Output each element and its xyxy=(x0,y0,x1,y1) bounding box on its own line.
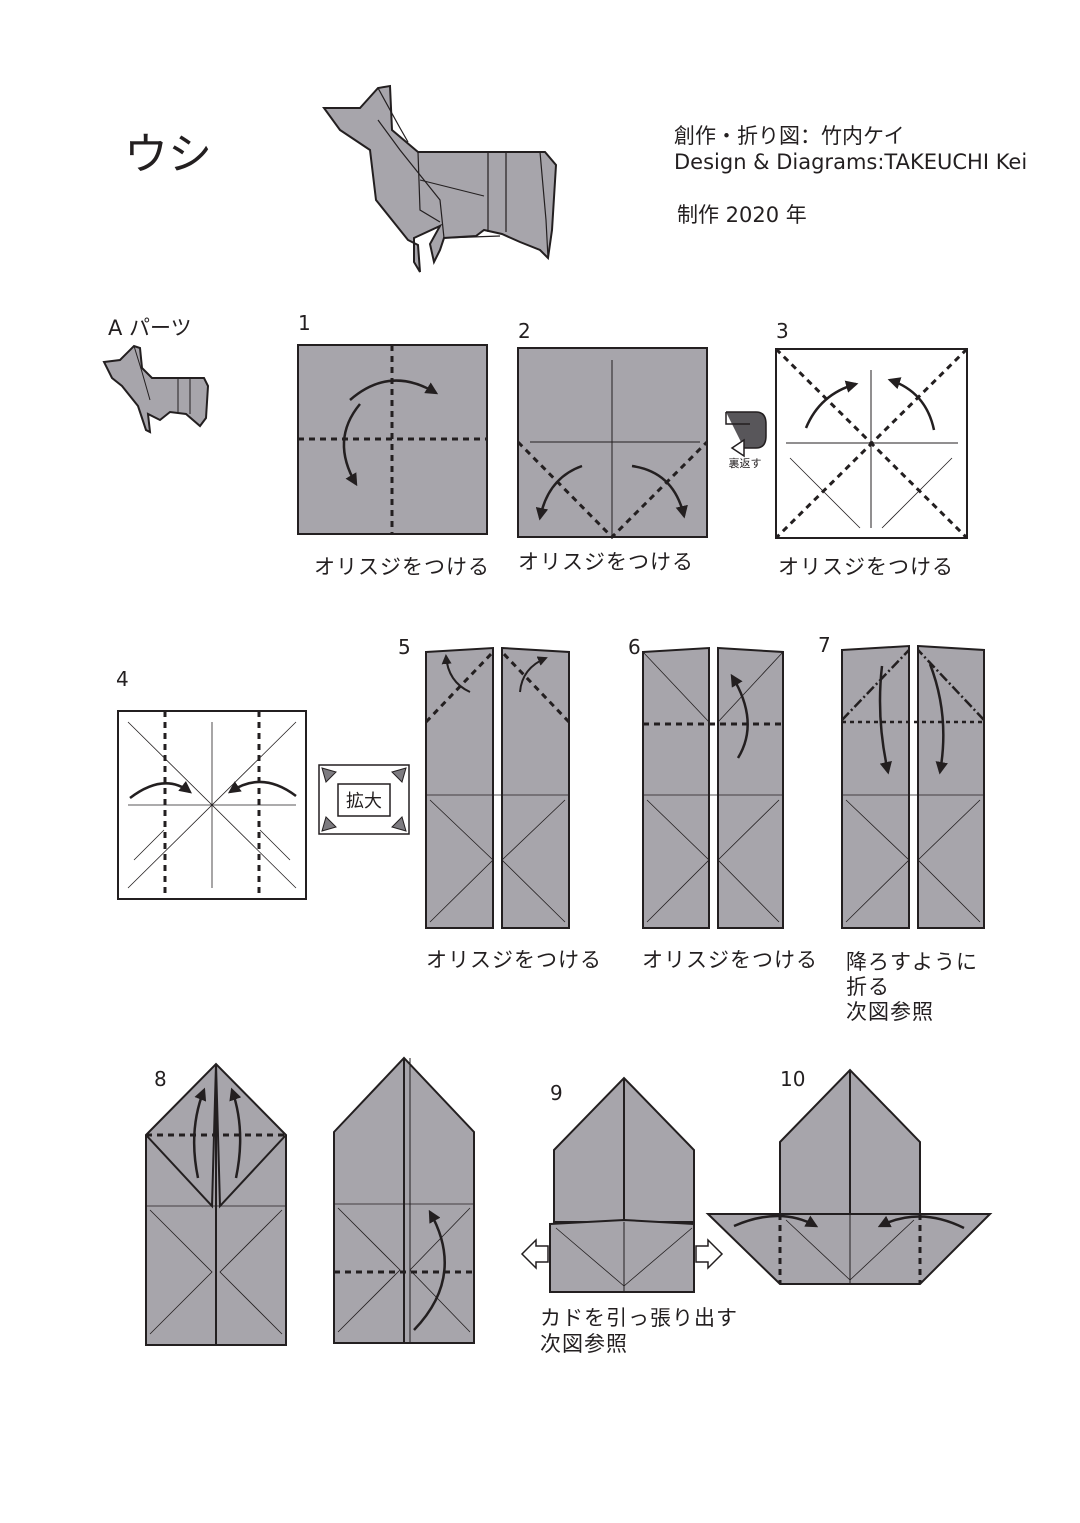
step-number: 10 xyxy=(780,1067,806,1091)
step-6-figure xyxy=(642,646,784,929)
step-7-figure xyxy=(841,644,985,929)
step-caption-line: 折る xyxy=(846,975,890,999)
step-number: 4 xyxy=(116,667,129,691)
credit-year: 制作 2020 年 xyxy=(677,203,807,227)
step-caption-line: 次図参照 xyxy=(846,1000,934,1024)
step-10-figure xyxy=(705,1068,993,1285)
credit-author-en: Design & Diagrams:TAKEUCHI Kei xyxy=(674,150,1028,174)
step-3-figure xyxy=(774,347,969,540)
step-caption-line: カドを引っ張り出す xyxy=(540,1306,738,1330)
step-9-figure xyxy=(520,1076,724,1293)
step-caption: オリスジをつける xyxy=(778,555,954,579)
step-caption: オリスジをつける xyxy=(426,948,602,972)
turn-over-icon xyxy=(725,411,767,458)
step-4-figure xyxy=(117,710,307,900)
step-8b-figure xyxy=(333,1056,475,1344)
step-caption: オリスジをつける xyxy=(642,948,818,972)
step-number: 5 xyxy=(398,635,411,659)
step-caption: オリスジをつける xyxy=(518,550,694,574)
step-number: 2 xyxy=(518,319,531,343)
step-caption-line: 次図参照 xyxy=(540,1332,628,1356)
turn-over-label: 裏返す xyxy=(729,456,762,470)
part-a-illustration xyxy=(102,344,210,434)
step-number: 3 xyxy=(776,319,789,343)
enlarge-icon xyxy=(318,764,410,835)
step-5-figure xyxy=(424,646,571,929)
step-number: 1 xyxy=(298,311,311,335)
step-1-figure xyxy=(297,344,488,535)
step-caption: オリスジをつける xyxy=(314,555,490,579)
step-number: 6 xyxy=(628,635,641,659)
step-number: 9 xyxy=(550,1081,563,1105)
part-label: A パーツ xyxy=(108,316,192,340)
credit-author-jp: 創作・折り図：竹内ケイ xyxy=(674,124,905,148)
step-caption-line: 降ろすように xyxy=(846,950,978,974)
step-8-figure xyxy=(145,1062,287,1346)
enlarge-label: 拡大 xyxy=(346,791,382,812)
page-title: ウシ xyxy=(124,129,212,180)
step-2-figure xyxy=(516,347,709,540)
cow-illustration xyxy=(322,84,558,273)
step-number: 8 xyxy=(154,1067,167,1091)
step-number: 7 xyxy=(818,633,831,657)
